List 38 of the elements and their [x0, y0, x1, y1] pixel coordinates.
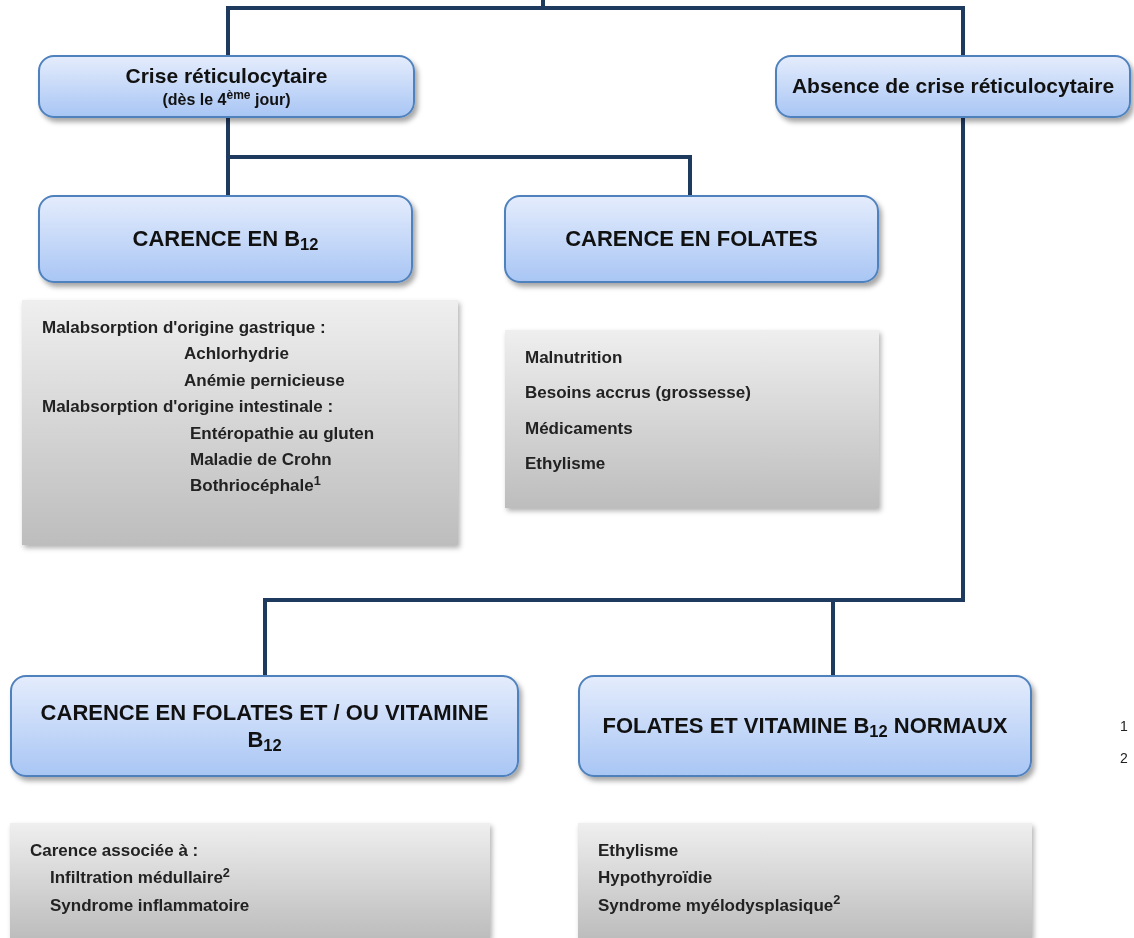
list-item: Ethylisme [598, 840, 680, 862]
list-item: Malabsorption d'origine intestinale : [42, 396, 335, 419]
category-box [578, 675, 1032, 777]
list-item: Syndrome myélodysplasique$^{2}$ [598, 893, 842, 917]
list-item: Achlorhydrie [183, 343, 290, 366]
box-heading: CARENCE EN B$_{12}$ [132, 225, 319, 253]
box-heading: Crise réticulocytaire [125, 63, 328, 90]
list-item: Bothriocéphale$^{1}$ [189, 474, 322, 498]
cause-list-panel [22, 300, 458, 545]
list-item: Malnutrition [525, 347, 624, 369]
category-box [504, 195, 879, 283]
category-box [38, 55, 415, 118]
list-item: Hypothyroïdie [598, 867, 714, 890]
connector-line [541, 0, 965, 55]
cause-list-panel [10, 823, 490, 938]
list-item: Syndrome inflammatoire [49, 894, 251, 917]
category-box [38, 195, 413, 283]
list-item: Malabsorption d'origine gastrique : [42, 317, 327, 339]
list-item: Infiltration médullaire$^{2}$ [49, 866, 231, 890]
cause-list-panel [578, 823, 1032, 938]
box-heading: Absence de crise réticulocytaire [791, 73, 1115, 100]
box-heading: (dès le 4$^{ème}$ jour) [162, 89, 291, 110]
category-box [775, 55, 1131, 118]
footnote-number: 1 [1120, 717, 1128, 736]
connector-line [226, 118, 692, 195]
cause-list-panel [505, 330, 879, 508]
category-box [10, 675, 519, 777]
list-item: Maladie de Crohn [189, 448, 333, 471]
box-heading: CARENCE EN FOLATES [565, 225, 818, 253]
list-item: Carence associée à : [30, 840, 200, 862]
footnote-number: 2 [1120, 749, 1128, 768]
list-item: Ethylisme [525, 453, 607, 476]
box-heading: CARENCE EN FOLATES ET / OU VITAMINE B$_{12}$ [39, 698, 490, 754]
list-item: Entéropathie au gluten [189, 422, 376, 445]
list-item: Anémie pernicieuse [183, 369, 346, 392]
box-heading: FOLATES ET VITAMINE B$_{12}$ NORMAUX [602, 712, 1008, 740]
list-item: Besoins accrus (grossesse) [525, 382, 752, 405]
list-item: Médicaments [525, 417, 634, 440]
